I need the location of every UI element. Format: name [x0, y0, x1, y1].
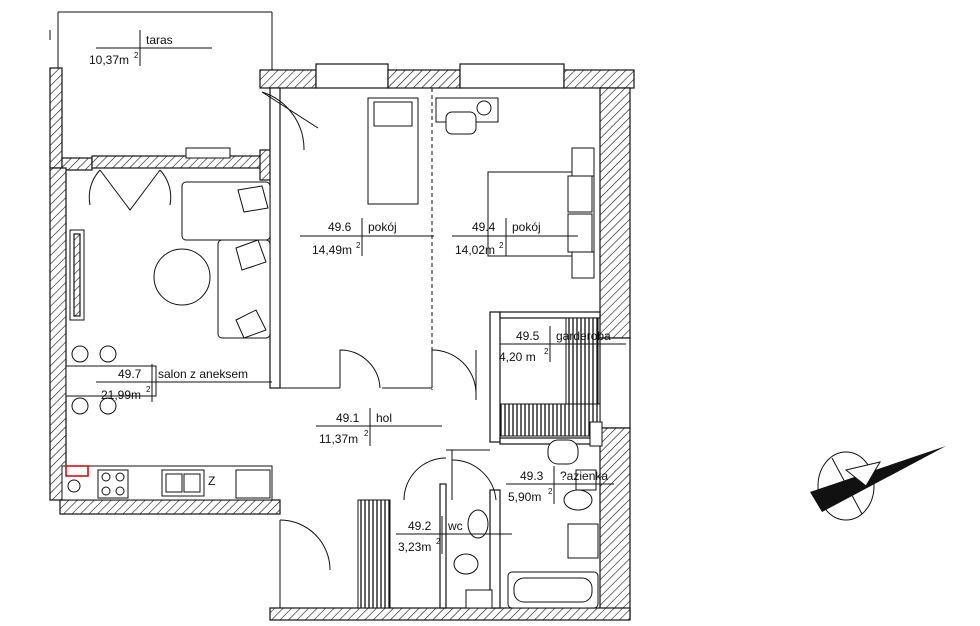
svg-text:2: 2	[364, 429, 369, 438]
svg-text:49.2: 49.2	[408, 519, 432, 533]
svg-text:2: 2	[499, 241, 504, 250]
svg-text:garderoba: garderoba	[556, 329, 611, 343]
svg-text:pokój: pokój	[512, 220, 541, 234]
room-label-pokoj-49-4: 49.4 pokój 14,02m 2	[452, 218, 578, 257]
svg-text:49.1: 49.1	[336, 411, 360, 425]
svg-text:2: 2	[544, 347, 549, 356]
room-label-hol: 49.1 hol 11,37m 2	[316, 408, 442, 446]
wardrobes	[357, 317, 601, 609]
kitchen: Z	[61, 465, 273, 501]
svg-text:21,99m: 21,99m	[101, 388, 141, 402]
room-label-pokoj-49-6: 49.6 pokój 14,49m 2	[300, 218, 434, 257]
room-label-garderoba: 49.5 garderoba 4,20 m 2	[499, 326, 626, 364]
svg-text:5,90m: 5,90m	[508, 490, 541, 504]
kitchen-marker: Z	[208, 474, 215, 488]
svg-text:taras: taras	[146, 33, 173, 47]
bathroom-fixtures	[453, 421, 603, 609]
svg-text:49.5: 49.5	[516, 329, 540, 343]
svg-text:49.3: 49.3	[520, 469, 544, 483]
svg-text:2: 2	[548, 487, 553, 496]
svg-text:pokój: pokój	[368, 220, 397, 234]
svg-text:?azienka: ?azienka	[560, 469, 608, 483]
svg-text:2: 2	[134, 51, 139, 60]
svg-text:49.7: 49.7	[118, 367, 142, 381]
room-label-lazienka: 49.3 ?azienka 5,90m 2	[506, 466, 614, 504]
svg-text:49.6: 49.6	[328, 220, 352, 234]
living-room-furniture	[65, 147, 271, 415]
svg-text:3,23m: 3,23m	[398, 540, 431, 554]
svg-text:2: 2	[436, 537, 441, 546]
bedroom-furniture	[367, 97, 595, 279]
room-label-taras: taras 10,37m 2	[89, 30, 212, 67]
svg-text:2: 2	[146, 385, 151, 394]
room-label-salon: 49.7 salon z aneksem 21,99m 2	[96, 364, 272, 402]
svg-text:wc: wc	[447, 519, 463, 533]
svg-text:14,02m: 14,02m	[455, 243, 495, 257]
room-label-wc: 49.2 wc 3,23m 2	[396, 516, 512, 554]
svg-text:11,37m: 11,37m	[319, 432, 358, 446]
svg-text:salon z aneksem: salon z aneksem	[158, 367, 248, 381]
terrace	[49, 11, 273, 171]
svg-text:14,49m: 14,49m	[312, 243, 352, 257]
north-arrow-icon	[810, 446, 946, 521]
svg-text:2: 2	[356, 241, 361, 250]
svg-text:49.4: 49.4	[472, 220, 496, 234]
doors	[88, 91, 497, 571]
svg-text:10,37m: 10,37m	[89, 53, 129, 67]
svg-text:hol: hol	[376, 411, 392, 425]
exterior-walls	[49, 63, 635, 621]
svg-text:4,20 m: 4,20 m	[499, 350, 536, 364]
